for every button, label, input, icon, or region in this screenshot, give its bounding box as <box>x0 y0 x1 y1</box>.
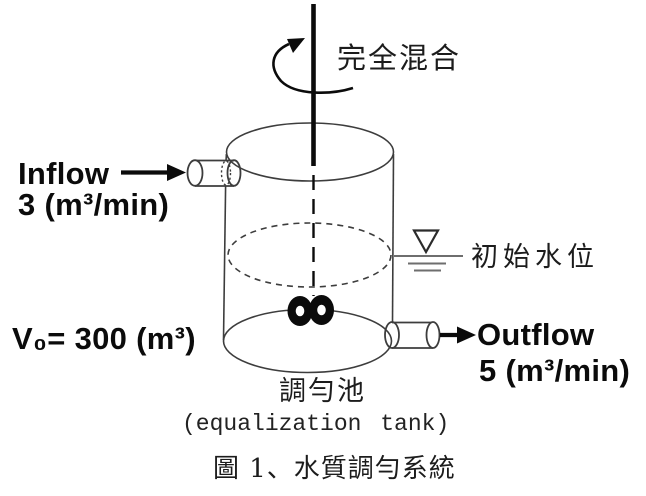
inflow-pipe <box>186 159 242 187</box>
tank-name-en: (equalization tank) <box>182 411 450 437</box>
tank-name-zh: 調勻池 <box>279 376 366 407</box>
water-level-marker-icon <box>394 229 463 272</box>
outflow-pipe <box>384 321 441 349</box>
figure-caption: 圖 1、水質調勻系統 <box>213 454 456 484</box>
tank-top-rim <box>225 122 395 182</box>
initial-water-level-label: 初始水位 <box>471 242 599 273</box>
inflow-label: Inflow <box>18 156 110 191</box>
initial-volume-label: V₀= 300 (m³) <box>12 321 196 356</box>
outflow-rate-label: 5 (m³/min) <box>479 353 631 388</box>
initial-water-level-ellipse <box>227 222 392 288</box>
mixing-label: 完全混合 <box>337 41 462 75</box>
tank-wall-left <box>222 185 227 341</box>
rotation-arrow-icon <box>272 38 354 94</box>
impeller-icon <box>287 295 334 326</box>
outflow-arrow-icon <box>440 326 476 344</box>
inflow-rate-label: 3 (m³/min) <box>18 187 170 222</box>
outflow-label: Outflow <box>477 317 595 352</box>
tank-body <box>222 122 395 374</box>
tank-wall-right <box>391 153 395 324</box>
inflow-arrow-icon <box>121 164 186 181</box>
